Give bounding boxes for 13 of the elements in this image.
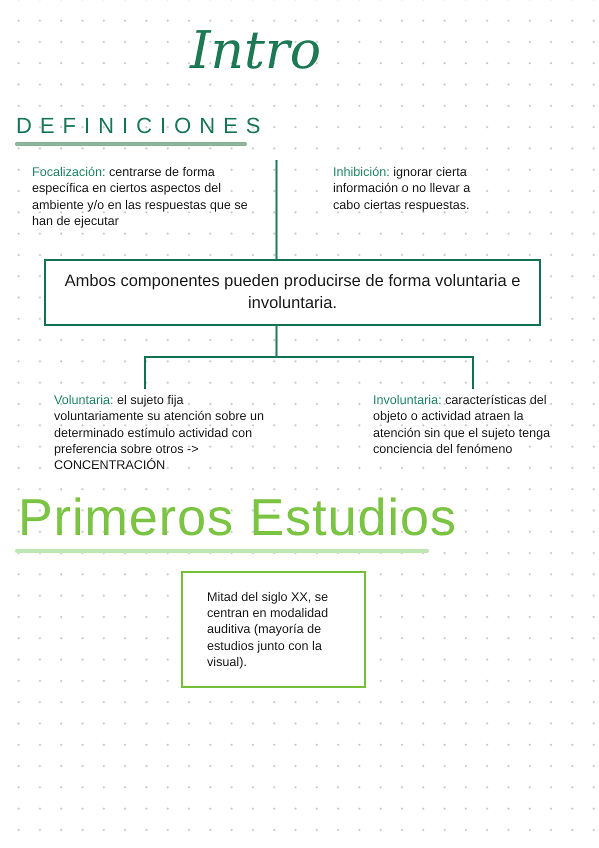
definition-text: Inhibición: ignorar cierta información o no llevar a cabo ciertas respuestas. bbox=[333, 164, 493, 214]
connector-line bbox=[276, 160, 278, 259]
note-text: Ambos componentes pueden producirse de forma voluntaria e involuntaria. bbox=[64, 271, 522, 314]
definition-text: Focalización: centrarse de forma específica en ciertos aspectos del ambiente y/o en las respuestas que se han de ejecutar bbox=[32, 164, 272, 230]
note-box bbox=[181, 571, 366, 688]
section-heading: Primeros Estudios bbox=[18, 488, 457, 548]
note-box bbox=[44, 259, 541, 326]
connector-line bbox=[276, 326, 474, 389]
note-text: Mitad del siglo XX, se centran en modalidad auditiva (mayoría de estudios junto con la visual). bbox=[206, 588, 330, 670]
definition-text: Voluntaria: el sujeto fija voluntariamente su atención sobre un determinado estímulo actividad con preferencia sobre otros -> CONCENTRACIÓN bbox=[54, 392, 269, 474]
definition-text: Involuntaria: características del objeto o actividad atraen la atención sin que el sujeto tenga conciencia del fenómeno bbox=[373, 392, 568, 458]
section-heading: DEFINICIONES bbox=[16, 112, 268, 140]
page-title: Intro bbox=[190, 20, 322, 83]
